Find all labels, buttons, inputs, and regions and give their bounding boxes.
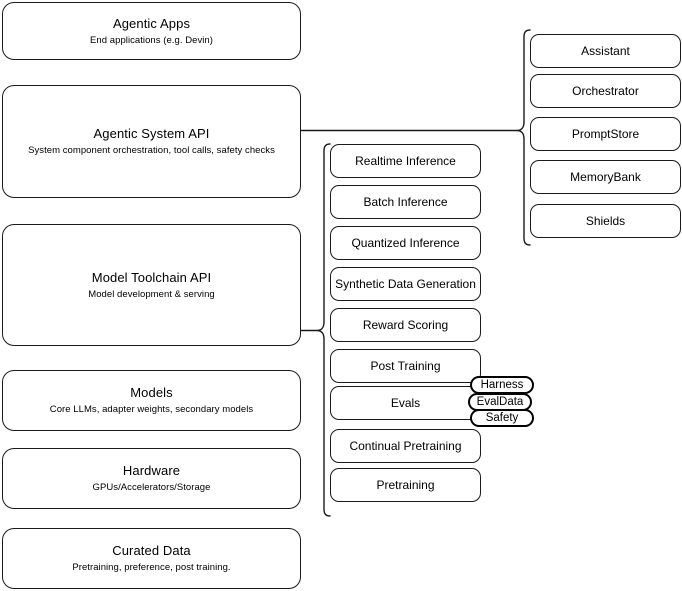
layer-models[interactable]: Models Core LLMs, adapter weights, secon… [2,370,301,431]
capability-pretraining[interactable]: Pretraining [330,468,481,502]
capability-label: Pretraining [376,477,435,492]
layer-title: Models [130,385,173,400]
capability-continual-pretraining[interactable]: Continual Pretraining [330,429,481,463]
pill-label: Harness [480,378,524,391]
component-label: PromptStore [571,126,640,141]
layer-title: Model Toolchain API [91,269,212,285]
capability-label: Reward Scoring [362,317,449,332]
layer-agentic-apps[interactable]: Agentic Apps End applications (e.g. Devi… [2,2,301,60]
layer-title: Curated Data [112,543,191,558]
capability-synthetic-data-generation[interactable]: Synthetic Data Generation [330,267,481,301]
component-memorybank[interactable]: MemoryBank [530,160,681,194]
capability-label: Quantized Inference [351,235,460,250]
component-promptstore[interactable]: PromptStore [530,117,681,151]
component-shields[interactable]: Shields [530,204,681,238]
capability-label: Post Training [370,358,441,373]
capability-label: Realtime Inference [355,153,456,168]
capability-evals[interactable]: Evals [330,386,481,420]
layer-subtitle: GPUs/Accelerators/Storage [92,482,211,493]
evals-subcomponent-safety[interactable]: Safety [470,409,534,427]
capability-label: Synthetic Data Generation [335,276,476,291]
component-orchestrator[interactable]: Orchestrator [530,74,681,108]
capability-post-training[interactable]: Post Training [330,349,481,383]
layer-title: Hardware [122,463,181,478]
component-label: Assistant [581,43,630,58]
component-label: MemoryBank [570,169,641,184]
pill-label: Safety [485,411,519,424]
capability-realtime-inference[interactable]: Realtime Inference [330,144,481,178]
layer-title: Agentic Apps [112,15,191,31]
capability-batch-inference[interactable]: Batch Inference [330,185,481,219]
capability-quantized-inference[interactable]: Quantized Inference [330,226,481,260]
layer-agentic-system-api[interactable]: Agentic System API System component orch… [2,85,301,198]
component-assistant[interactable]: Assistant [530,34,681,68]
brace-system-components [516,29,531,246]
layer-subtitle: System component orchestration, tool cal… [28,145,275,156]
layer-subtitle: Pretraining, preference, post training. [72,562,231,573]
component-label: Orchestrator [572,83,639,98]
layer-subtitle: Core LLMs, adapter weights, secondary mo… [49,404,254,415]
capability-label: Evals [390,395,421,410]
component-label: Shields [585,213,626,228]
capability-label: Batch Inference [363,194,448,209]
layer-title: Agentic System API [93,126,210,141]
capability-label: Continual Pretraining [349,438,462,453]
layer-subtitle: End applications (e.g. Devin) [90,34,213,46]
brace-toolchain-capabilities [316,143,331,517]
capability-reward-scoring[interactable]: Reward Scoring [330,308,481,342]
layer-hardware[interactable]: Hardware GPUs/Accelerators/Storage [2,448,301,509]
layer-curated-data[interactable]: Curated Data Pretraining, preference, po… [2,528,301,589]
layer-model-toolchain-api[interactable]: Model Toolchain API Model development & … [2,224,301,346]
layer-subtitle: Model development & serving [88,288,215,300]
evals-subcomponent-harness[interactable]: Harness [470,376,534,394]
pill-label: EvalData [476,395,524,408]
